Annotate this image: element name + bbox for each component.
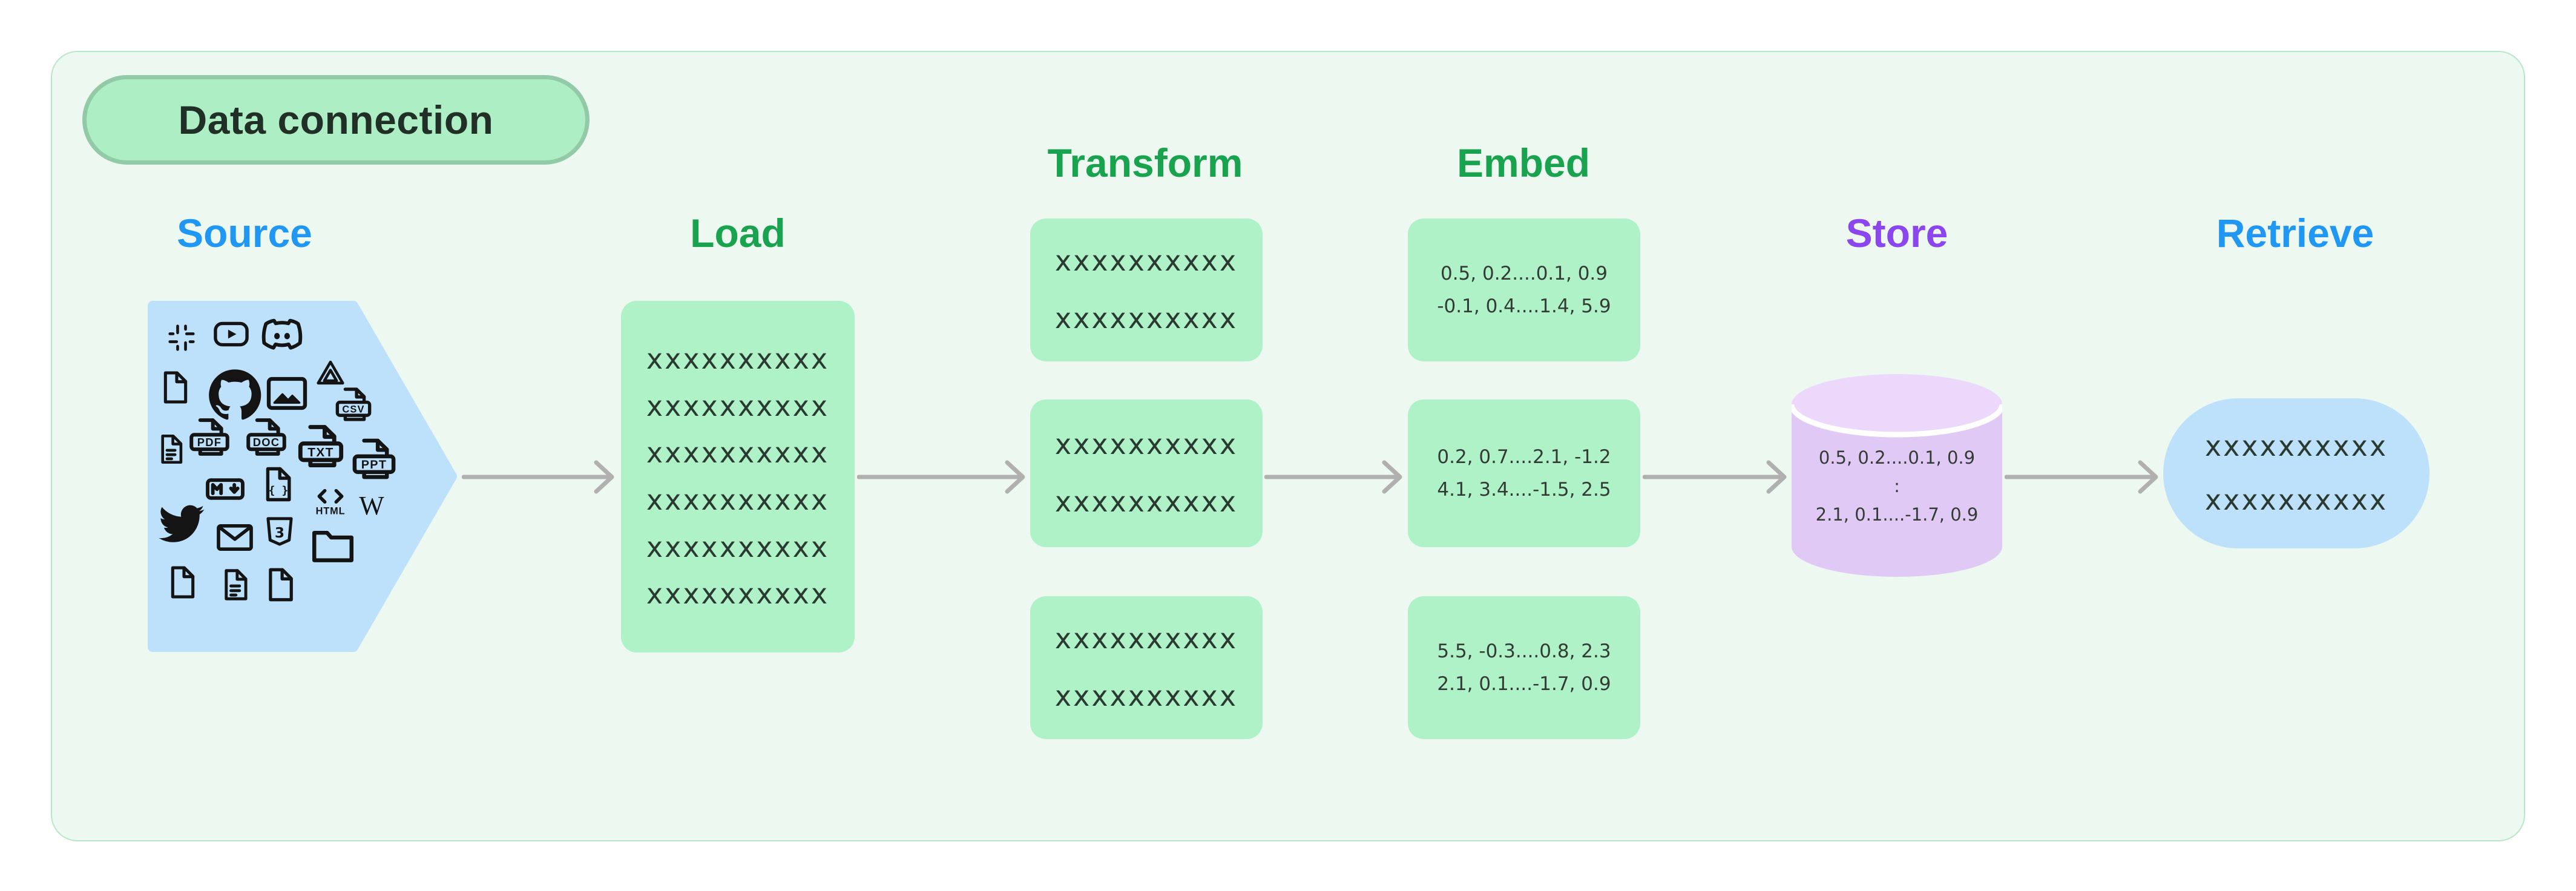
svg-text:PDF: PDF (197, 436, 222, 449)
flow-arrow-embed-to-store (1643, 460, 1787, 494)
file-icon (155, 368, 194, 410)
csv-file-icon: CSV (333, 384, 374, 428)
text-line: xxxxxxxxxx (646, 484, 830, 516)
google-drive-icon (313, 355, 348, 393)
svg-text:TXT: TXT (307, 446, 334, 459)
store-database-cylinder (1792, 374, 2002, 577)
transform-chunk-box: xxxxxxxxxx xxxxxxxxxx (1030, 399, 1263, 547)
text-line: xxxxxxxxxx (646, 577, 830, 611)
column-title-load: Load (690, 211, 786, 255)
doc-file-icon: DOC (243, 414, 289, 463)
text-line: xxxxxxxxxx (1054, 302, 1238, 335)
source-pentagon-shape (148, 301, 457, 652)
svg-text:3: 3 (275, 525, 284, 541)
text-line: : (1894, 475, 1900, 496)
embed-vector-box: 0.5, 0.2....0.1, 0.9 -0.1, 0.4....1.4, 5.… (1408, 219, 1640, 361)
image-icon (263, 369, 311, 421)
file-lines-icon (216, 566, 254, 607)
github-icon (204, 364, 266, 429)
embed-vector-box: 0.2, 0.7....2.1, -1.2 4.1, 3.4....-1.5, 2… (1408, 399, 1640, 547)
column-title-store: Store (1845, 211, 1948, 255)
retrieve-result-box: xxxxxxxxxx xxxxxxxxxx (2163, 398, 2430, 548)
column-title-source: Source (177, 211, 312, 255)
twitter-icon (157, 499, 206, 552)
flow-arrow-transform-to-embed (1264, 460, 1402, 494)
svg-text:{ }: { } (269, 484, 289, 497)
html-code-icon: HTML (309, 478, 352, 523)
column-title-embed: Embed (1456, 140, 1591, 185)
svg-text:DOC: DOC (253, 436, 280, 449)
slack-icon (164, 320, 199, 358)
text-line: 0.5, 0.2....0.1, 0.9 (1440, 262, 1608, 284)
text-line: 2.1, 0.1....-1.7, 0.9 (1815, 504, 1979, 525)
youtube-icon (211, 314, 252, 358)
text-line: 5.5, -0.3....0.8, 2.3 (1437, 640, 1611, 662)
text-line: xxxxxxxxxx (1054, 680, 1238, 712)
column-title-transform: Transform (1047, 140, 1243, 185)
text-line: 0.5, 0.2....0.1, 0.9 (1818, 447, 1976, 468)
svg-text:W: W (359, 492, 384, 521)
text-line: 2.1, 0.1....-1.7, 0.9 (1437, 673, 1611, 695)
text-line: 0.2, 0.7....2.1, -1.2 (1437, 446, 1611, 468)
transform-chunk-box: xxxxxxxxxx xxxxxxxxxx (1030, 219, 1263, 361)
markdown-icon (203, 467, 248, 515)
diagram-panel (51, 51, 2525, 841)
text-line: 4.1, 3.4....-1.5, 2.5 (1437, 479, 1611, 501)
text-line: -0.1, 0.4....1.4, 5.9 (1437, 295, 1611, 317)
svg-text:HTML: HTML (316, 506, 346, 517)
embed-vector-box: 5.5, -0.3....0.8, 2.3 2.1, 0.1....-1.7, 0… (1408, 596, 1640, 739)
pdf-file-icon: PDF (186, 414, 232, 463)
file-lines-icon (153, 432, 188, 470)
diagram-title-badge: Data connection (82, 75, 590, 165)
text-line: xxxxxxxxxx (1054, 622, 1238, 656)
load-document-box: xxxxxxxxxx xxxxxxxxxx xxxxxxxxxx xxxxxxxxxx… (621, 301, 855, 653)
file-icon (162, 563, 201, 605)
txt-file-icon: TXT (295, 420, 347, 475)
flow-arrow-store-to-retrieve (2005, 460, 2158, 494)
discord-icon (260, 313, 304, 361)
flow-arrow-load-to-transform (857, 460, 1025, 494)
code-file-icon: { } (257, 464, 298, 508)
text-line: xxxxxxxxxx (646, 530, 830, 564)
column-title-retrieve: Retrieve (2216, 211, 2374, 255)
text-line: xxxxxxxxxx (1054, 428, 1238, 461)
file-icon (260, 565, 300, 608)
transform-chunk-box: xxxxxxxxxx xxxxxxxxxx (1030, 596, 1263, 739)
text-line: xxxxxxxxxx (2204, 430, 2388, 463)
css3-icon: 3 (261, 513, 298, 553)
flow-arrow-source-to-load (462, 460, 614, 494)
ppt-file-icon: PPT (349, 434, 399, 487)
svg-text:PPT: PPT (361, 458, 387, 472)
diagram-title: Data connection (178, 97, 494, 142)
svg-text:CSV: CSV (342, 404, 364, 415)
mail-icon (213, 516, 257, 562)
store-vector-values: 0.5, 0.2....0.1, 0.9: 2.1, 0.1....-1.7, 0… (1792, 444, 2002, 529)
text-line: xxxxxxxxxx (2204, 484, 2388, 516)
wikipedia-icon: W (353, 486, 390, 527)
folder-icon (308, 520, 358, 573)
text-line: xxxxxxxxxx (1054, 485, 1238, 518)
text-line: xxxxxxxxxx (1054, 245, 1238, 278)
text-line: xxxxxxxxxx (646, 436, 830, 470)
text-line: xxxxxxxxxx (646, 343, 830, 376)
text-line: xxxxxxxxxx (646, 389, 830, 422)
